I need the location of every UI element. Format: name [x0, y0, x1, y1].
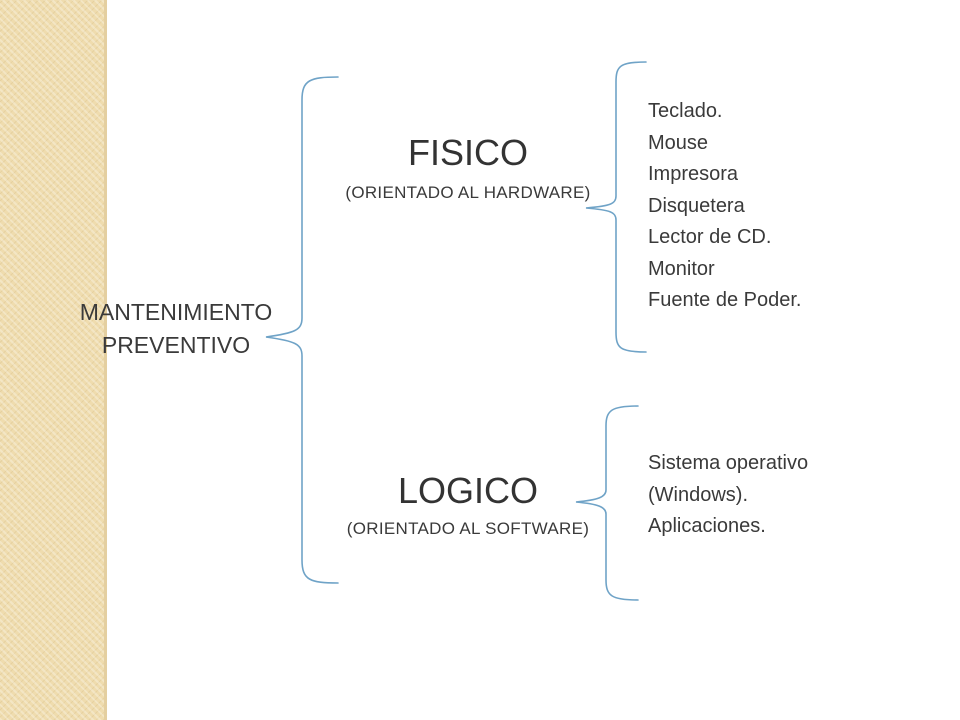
list-item: (Windows).: [648, 483, 749, 506]
root-line-2: PREVENTIVO: [101, 332, 251, 358]
root-line-1: MANTENIMIENTO: [79, 299, 273, 325]
list-item: Aplicaciones.: [648, 515, 766, 537]
list-item: Impresora: [648, 163, 739, 185]
root-node-label: MANTENIMIENTO PREVENTIVO: [58, 296, 294, 362]
logico-brace: [575, 405, 639, 601]
software-items-list: Sistema operativo (Windows). Aplicacione…: [648, 448, 808, 543]
list-item: Disquetera: [648, 194, 745, 217]
logico-title: LOGICO: [397, 470, 539, 511]
fisico-subtitle: (ORIENTADO AL HARDWARE): [345, 183, 591, 202]
fisico-brace: [585, 61, 647, 353]
list-item: Monitor: [648, 257, 715, 280]
fisico-title: FISICO: [407, 132, 528, 173]
list-item: Lector de CD.: [648, 226, 772, 248]
main-brace: [265, 76, 339, 584]
logico-subtitle: (ORIENTADO AL SOFTWARE): [346, 519, 590, 538]
list-item: Fuente de Poder.: [648, 289, 802, 311]
list-item: Sistema operativo: [648, 452, 809, 474]
list-item: Teclado.: [648, 100, 723, 122]
decorative-side-strip: [0, 0, 107, 720]
list-item: Mouse: [648, 131, 709, 154]
hardware-items-list: Teclado. Mouse Impresora Disquetera Lect…: [648, 96, 801, 317]
